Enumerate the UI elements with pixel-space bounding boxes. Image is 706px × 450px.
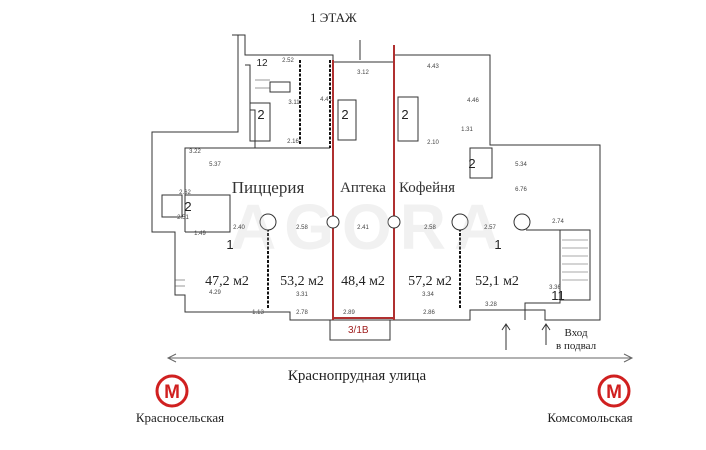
pharmacy-boundary	[332, 45, 395, 320]
dimension-label: 3.36	[549, 285, 561, 291]
dimension-label: 2.41	[357, 225, 369, 231]
room-label-pharmacy: Аптека	[340, 180, 386, 196]
watermark: AGORA	[230, 191, 509, 263]
dimension-label: 2.86	[423, 310, 435, 316]
dimension-label: 1.49	[194, 231, 206, 237]
dimension-label: 4.29	[209, 290, 221, 296]
room-number: 2	[184, 199, 192, 214]
stairs	[175, 79, 588, 287]
room-number: 1	[226, 237, 234, 252]
dimension-label: 3.31	[296, 292, 308, 298]
area-label: 53,2 м2	[280, 274, 324, 289]
area-label: 47,2 м2	[205, 274, 249, 289]
dimension-label: 2.57	[484, 225, 496, 231]
dimension-label: 2.40	[233, 225, 245, 231]
room-number: 2	[257, 107, 265, 122]
dimension-label: 2.51	[177, 215, 189, 221]
dimension-label: 1.13	[252, 310, 264, 316]
area-label: 57,2 м2	[408, 274, 452, 289]
dimension-label: 5.34	[515, 162, 527, 168]
dimension-label: 6.76	[515, 187, 527, 193]
dimension-label: 3.12	[357, 70, 369, 76]
area-label: 52,1 м2	[475, 274, 519, 289]
dimension-label: 2.89	[343, 310, 355, 316]
dimension-label: 2.52	[282, 58, 294, 64]
svg-text:M: M	[606, 382, 622, 403]
room-label-pizzeria: Пиццерия	[231, 178, 305, 197]
entrance-line1: Вход	[564, 327, 588, 339]
basement-entrance-label: Вход в подвал	[556, 327, 596, 353]
room-number: 2	[468, 156, 476, 171]
dimension-label: 4.41	[320, 97, 332, 103]
dimension-label: 4.43	[427, 64, 439, 70]
metro-station-left: Красносельская	[135, 410, 225, 425]
dimension-label: 3.34	[422, 292, 434, 298]
area-label: 48,4 м2	[341, 274, 385, 289]
entrance-line2: в подвал	[556, 340, 597, 352]
street-arrow	[166, 353, 634, 363]
street-label: Краснопрудная улица	[287, 368, 427, 384]
room-number: 11	[551, 288, 565, 303]
room-label-coffee: Кофейня	[398, 180, 456, 196]
metro-logo-icon: M	[155, 374, 189, 408]
dimension-label: 5.37	[209, 162, 221, 168]
dimension-label: 3.22	[189, 149, 201, 155]
dimension-label: 2.16	[287, 139, 299, 145]
room-number: 2	[401, 107, 409, 122]
dimension-label: 3.11	[288, 100, 300, 106]
room-number: 1	[494, 237, 502, 252]
lot-label: 3/1В	[348, 325, 369, 336]
metro-station-right: Комсомольская	[547, 410, 633, 425]
entrance-arrows	[501, 323, 551, 350]
dimension-label: 3.28	[485, 302, 497, 308]
dimension-label: 4.46	[467, 98, 479, 104]
metro-logo-icon: M	[597, 374, 631, 408]
svg-text:M: M	[164, 382, 180, 403]
dimension-label: 2.74	[552, 219, 564, 225]
dimension-label: 2.62	[179, 190, 191, 196]
columns	[259, 213, 531, 231]
dimension-label: 2.58	[424, 225, 436, 231]
room-number: 2	[341, 107, 349, 122]
dimension-label: 1.31	[461, 127, 473, 133]
floor-title: 1 ЭТАЖ	[310, 10, 357, 25]
dimension-label: 2.10	[427, 140, 439, 146]
dimension-label: 2.58	[296, 225, 308, 231]
room-number: 12	[256, 58, 268, 69]
dimension-label: 2.78	[296, 310, 308, 316]
